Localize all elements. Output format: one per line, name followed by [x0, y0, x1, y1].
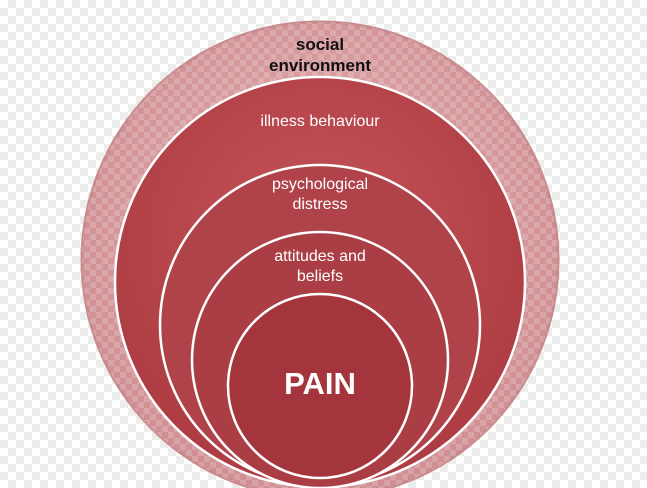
label-social-environment: social environment: [220, 34, 420, 76]
label-line: beliefs: [296, 268, 344, 285]
label-line: PAIN: [284, 366, 356, 401]
label-psychological-distress: psychological distress: [210, 175, 430, 215]
label-line: psychological: [271, 176, 369, 193]
label-illness-behaviour: illness behaviour: [210, 112, 430, 132]
layer-pain-core: [226, 292, 414, 480]
label-line: distress: [292, 196, 348, 213]
label-line: environment: [268, 56, 372, 75]
label-line: social: [295, 35, 345, 54]
label-line: attitudes and: [274, 248, 366, 265]
label-attitudes-and-beliefs: attitudes and beliefs: [210, 247, 430, 287]
label-pain: PAIN: [220, 366, 420, 402]
label-line: illness behaviour: [260, 113, 380, 130]
